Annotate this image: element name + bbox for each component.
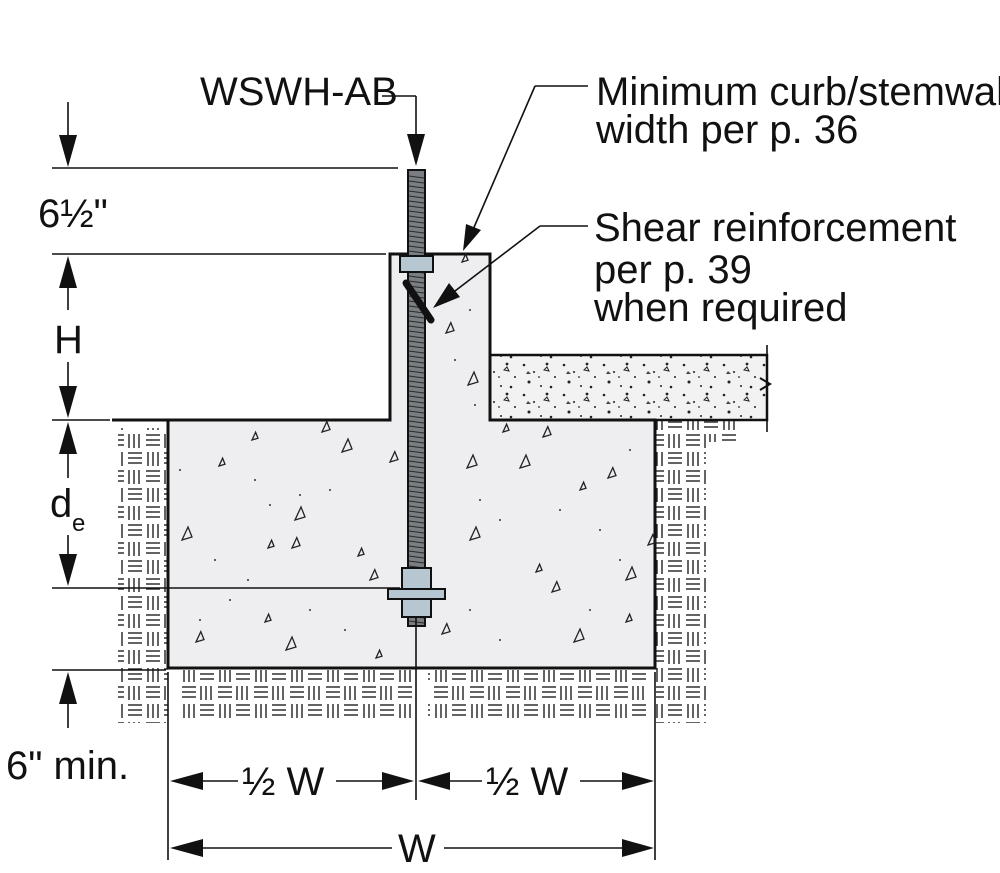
soil-bottom bbox=[180, 670, 648, 722]
bottom-plate-washer bbox=[387, 588, 446, 600]
extension-lines bbox=[52, 167, 656, 860]
soil-right bbox=[656, 420, 736, 723]
shear-label-line2: per p. 39 bbox=[594, 248, 752, 292]
height-label: H bbox=[54, 318, 83, 362]
depth-label: d bbox=[50, 482, 72, 526]
shear-reinforcement-bar bbox=[402, 279, 435, 324]
curb-label-line2: width per p. 36 bbox=[595, 108, 858, 152]
top-nut bbox=[399, 255, 434, 273]
bottom-nut-lower bbox=[401, 598, 432, 618]
text-labels: WSWH-AB Minimum curb/stemwall width per … bbox=[6, 70, 1000, 871]
leader-lines bbox=[382, 85, 588, 308]
half-width-left-label: ½ W bbox=[242, 760, 324, 804]
embed-above-label: 6½" bbox=[38, 192, 108, 236]
soil-left bbox=[118, 428, 168, 723]
curb-label-line1: Minimum curb/stemwall bbox=[596, 70, 1000, 114]
vertical-dimensions bbox=[59, 102, 77, 728]
half-width-right-label: ½ W bbox=[486, 760, 568, 804]
shear-label-line1: Shear reinforcement bbox=[594, 206, 956, 250]
bottom-cover-label: 6" min. bbox=[6, 744, 129, 788]
bottom-nut-upper bbox=[401, 567, 432, 591]
width-label: W bbox=[398, 827, 436, 871]
anchor-label: WSWH-AB bbox=[200, 70, 398, 114]
depth-subscript: e bbox=[72, 510, 85, 537]
shear-label-line3: when required bbox=[593, 286, 848, 330]
horizontal-dimensions bbox=[170, 772, 654, 857]
anchor-bolt bbox=[387, 169, 446, 627]
concrete-aggregate-marks bbox=[179, 252, 657, 660]
